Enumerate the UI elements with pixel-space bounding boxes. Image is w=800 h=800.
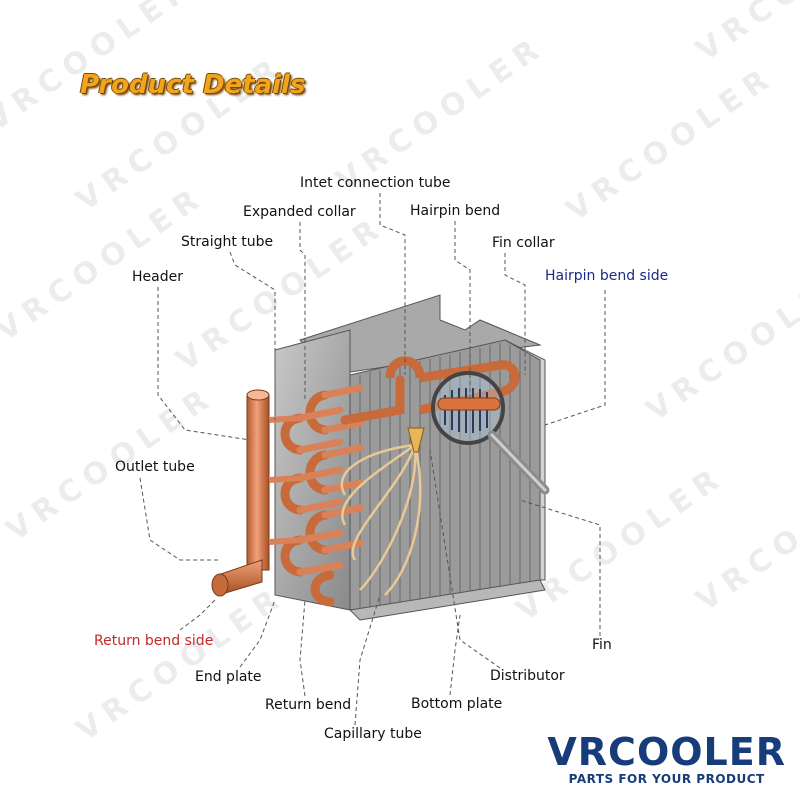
capillary-tubes — [340, 443, 422, 596]
straight-tubes — [296, 384, 364, 576]
label-header: Header — [132, 269, 183, 285]
header-connectors — [268, 415, 301, 545]
label-hairpin-bend: Hairpin bend — [410, 203, 501, 219]
side-plate — [504, 339, 546, 581]
label-fin: Fin — [592, 637, 612, 653]
inlet-connection-tube — [340, 375, 405, 425]
label-end-plate: End plate — [195, 669, 262, 685]
label-outlet-tube: Outlet tube — [115, 459, 195, 475]
label-bottom-plate: Bottom plate — [411, 696, 503, 712]
logo-tagline: PARTS FOR YOUR PRODUCT — [568, 772, 765, 786]
leader-lines — [139, 193, 606, 726]
bottom-plate — [348, 579, 546, 621]
label-capillary-tube: Capillary tube — [324, 726, 422, 742]
label-fin-collar: Fin collar — [492, 235, 555, 251]
label-intet-connection-tube: Intet connection tube — [300, 175, 451, 191]
label-hairpin-bend-side: Hairpin bend side — [545, 268, 669, 284]
logo-name: VRCOOLER — [547, 730, 786, 774]
label-expanded-collar: Expanded collar — [243, 204, 356, 220]
label-return-bend-side: Return bend side — [94, 633, 214, 649]
distributor — [407, 427, 425, 453]
header-tube — [246, 394, 270, 571]
label-distributor: Distributor — [490, 668, 565, 684]
label-return-bend: Return bend — [265, 697, 352, 713]
page-title: Product Details — [80, 70, 306, 100]
brand-logo: VRCOOLER PARTS FOR YOUR PRODUCT — [547, 732, 786, 786]
label-straight-tube: Straight tube — [181, 234, 274, 250]
